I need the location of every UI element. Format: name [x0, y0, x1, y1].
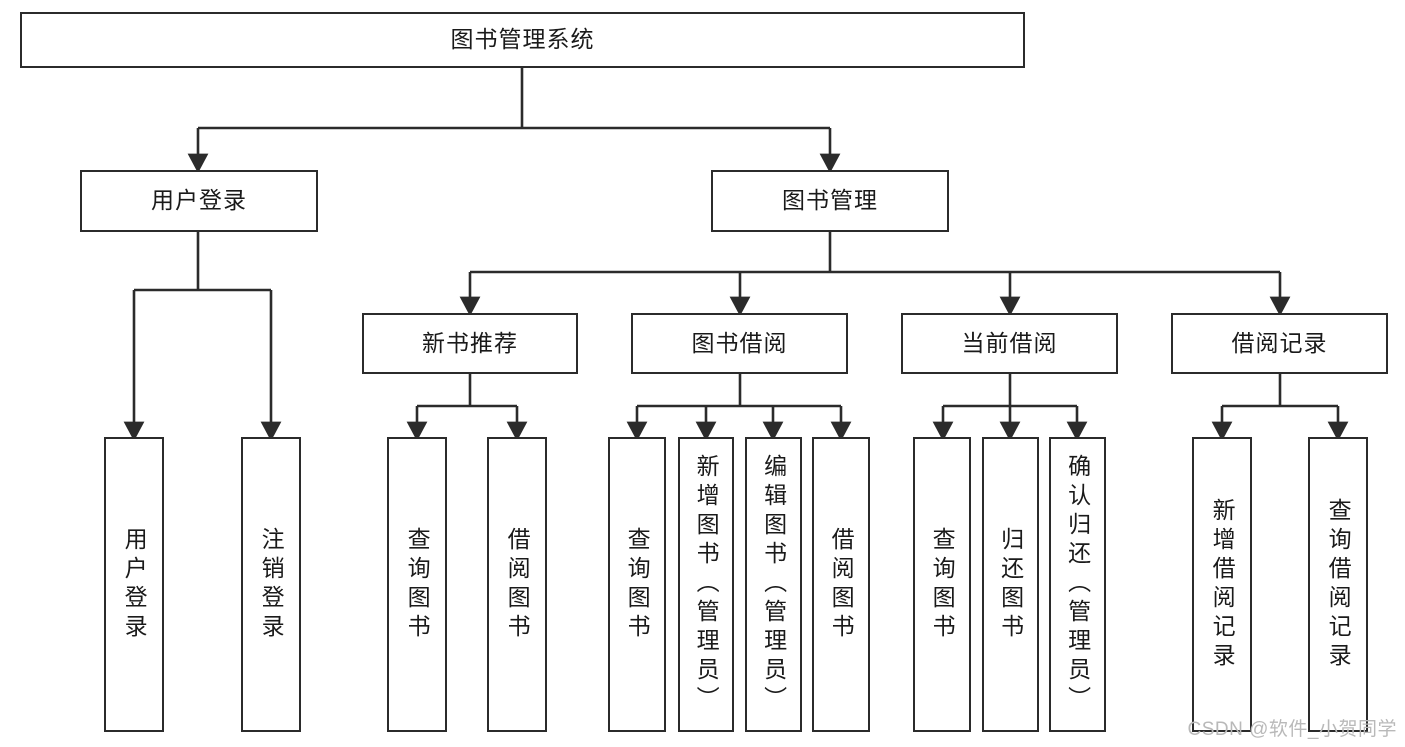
node-label: 新增借阅记录 — [1209, 497, 1236, 672]
leaf-book-borrow-borrow[interactable]: 借阅图书 — [812, 437, 870, 732]
node-label: 确认归还（管理员） — [1064, 454, 1091, 715]
leaf-user-login-login[interactable]: 用户登录 — [104, 437, 164, 732]
node-new-book-recommend[interactable]: 新书推荐 — [362, 313, 578, 374]
node-borrow-record[interactable]: 借阅记录 — [1171, 313, 1388, 374]
node-current-borrow[interactable]: 当前借阅 — [901, 313, 1118, 374]
leaf-borrow-record-add[interactable]: 新增借阅记录 — [1192, 437, 1252, 732]
node-label: 注销登录 — [258, 526, 285, 643]
node-root-book-management-system[interactable]: 图书管理系统 — [20, 12, 1025, 68]
leaf-current-borrow-query[interactable]: 查询图书 — [913, 437, 971, 732]
leaf-current-borrow-confirm-return-admin[interactable]: 确认归还（管理员） — [1049, 437, 1106, 732]
leaf-book-borrow-query[interactable]: 查询图书 — [608, 437, 666, 732]
leaf-book-borrow-edit-admin[interactable]: 编辑图书（管理员） — [745, 437, 802, 732]
node-label: 查询借阅记录 — [1325, 497, 1352, 672]
leaf-borrow-record-query[interactable]: 查询借阅记录 — [1308, 437, 1368, 732]
node-user-login[interactable]: 用户登录 — [80, 170, 318, 232]
node-label: 当前借阅 — [961, 329, 1058, 356]
node-label: 图书借阅 — [691, 329, 788, 356]
node-label: 编辑图书（管理员） — [760, 454, 787, 715]
node-label: 借阅记录 — [1231, 329, 1328, 356]
node-label: 图书管理系统 — [450, 26, 595, 53]
node-label: 用户登录 — [151, 187, 247, 214]
node-label: 查询图书 — [404, 526, 431, 643]
node-book-management[interactable]: 图书管理 — [711, 170, 949, 232]
node-label: 新增图书（管理员） — [693, 454, 720, 715]
leaf-current-borrow-return[interactable]: 归还图书 — [982, 437, 1039, 732]
node-label: 用户登录 — [121, 526, 148, 643]
node-label: 借阅图书 — [504, 526, 531, 643]
leaf-book-borrow-add-admin[interactable]: 新增图书（管理员） — [678, 437, 734, 732]
node-label: 查询图书 — [624, 526, 651, 643]
leaf-new-book-query[interactable]: 查询图书 — [387, 437, 447, 732]
node-label: 新书推荐 — [422, 329, 518, 356]
leaf-new-book-borrow[interactable]: 借阅图书 — [487, 437, 547, 732]
node-label: 图书管理 — [782, 187, 878, 214]
node-label: 查询图书 — [929, 526, 956, 643]
node-label: 归还图书 — [997, 526, 1024, 643]
node-label: 借阅图书 — [828, 526, 855, 643]
leaf-user-login-logout[interactable]: 注销登录 — [241, 437, 301, 732]
node-book-borrow[interactable]: 图书借阅 — [631, 313, 848, 374]
watermark-text: CSDN @软件_小贺同学 — [1187, 719, 1397, 740]
